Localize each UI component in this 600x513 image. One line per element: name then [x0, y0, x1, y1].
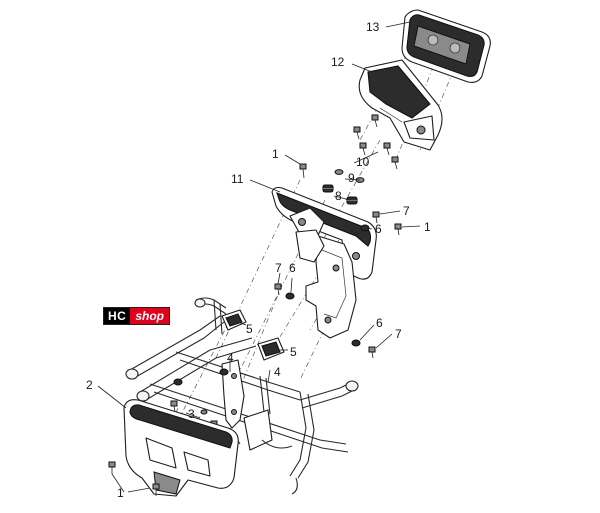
- fairing-screws: [108, 461, 160, 496]
- callout-12: 12: [331, 55, 345, 69]
- lower-hardware: [170, 368, 229, 433]
- callout-1-right: 1: [424, 220, 431, 234]
- rubber-mount-upper: [221, 309, 247, 331]
- callout-13: 13: [366, 20, 380, 34]
- callout-leader-lines: [97, 21, 421, 493]
- callout-5-lower: 5: [290, 345, 297, 359]
- cluster-support-cover: [358, 59, 443, 151]
- callout-6-middle: 6: [289, 261, 296, 275]
- instrument-cluster: [401, 9, 491, 83]
- callout-1-bottom: 1: [117, 486, 124, 500]
- callout-7-middle: 7: [275, 261, 282, 275]
- callout-3: 3: [188, 407, 195, 421]
- screw-set-upper: [299, 114, 399, 205]
- callout-7-upper: 7: [403, 204, 410, 218]
- screw-set-right: [274, 211, 402, 359]
- callout-5-upper: 5: [246, 322, 253, 336]
- logo-brand-text: HC: [104, 308, 131, 324]
- callout-4-left: 4: [227, 351, 234, 365]
- callout-4-right: 4: [274, 365, 281, 379]
- logo-suffix-text: shop: [130, 308, 170, 324]
- callout-6-upper: 6: [375, 222, 382, 236]
- mounting-bracket-center: [295, 229, 357, 339]
- callout-labels: 13 12 1 10 9 11 8 7 6 1 7 6 5 6 7 5 4 4 …: [86, 20, 431, 500]
- callout-2: 2: [86, 378, 93, 392]
- callout-6-lower: 6: [376, 316, 383, 330]
- callout-8: 8: [335, 189, 342, 203]
- callout-1-upper: 1: [272, 147, 279, 161]
- callout-11: 11: [231, 172, 244, 186]
- callout-10: 10: [356, 155, 370, 169]
- hcshop-logo: HC shop: [103, 307, 171, 325]
- rubber-mount-lower: [257, 337, 285, 361]
- callout-7-lower: 7: [395, 327, 402, 341]
- front-frame: [125, 297, 359, 495]
- lower-fairing-cover: [123, 399, 239, 497]
- callout-9: 9: [348, 171, 355, 185]
